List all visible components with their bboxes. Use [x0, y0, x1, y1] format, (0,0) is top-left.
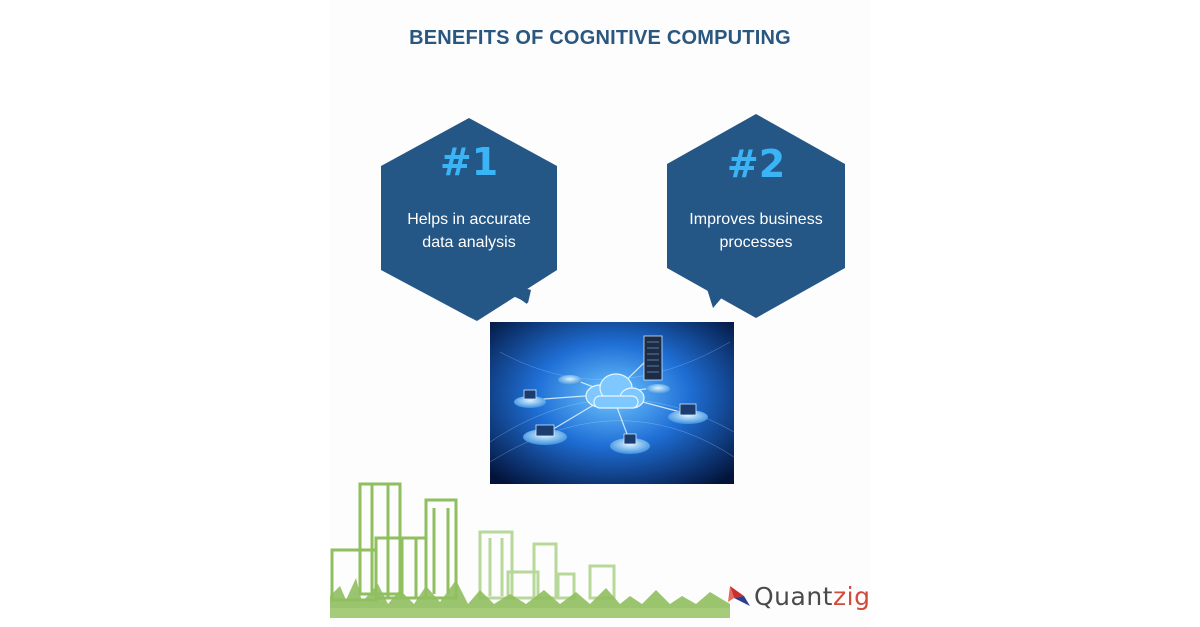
logo-text-main: Quant: [754, 581, 833, 611]
benefit-text-line1: Improves business: [689, 211, 823, 228]
logo-text-accent: zig: [833, 581, 871, 611]
benefit-text-line2: data analysis: [422, 234, 516, 251]
infographic-canvas: [330, 0, 870, 627]
benefit-text-line1: Helps in accurate: [407, 211, 531, 228]
hexagon-shape: [667, 114, 845, 318]
logo-text: Quantzig: [754, 582, 870, 611]
benefit-number: #1: [439, 140, 499, 184]
benefit-card-2: #2 Improves business processes: [667, 114, 845, 320]
benefit-card-1: #1 Helps in accurate data analysis: [381, 118, 557, 323]
hexagon-shape: [381, 118, 557, 321]
benefit-text-line2: processes: [719, 234, 793, 251]
network-illustration: [490, 322, 734, 484]
benefit-number: #2: [726, 142, 786, 186]
quantzig-logo: Quantzig: [728, 580, 870, 612]
logo-mark-icon: [728, 586, 750, 606]
city-skyline-illustration: [330, 478, 730, 623]
page-title: BENEFITS OF COGNITIVE COMPUTING: [409, 27, 791, 49]
